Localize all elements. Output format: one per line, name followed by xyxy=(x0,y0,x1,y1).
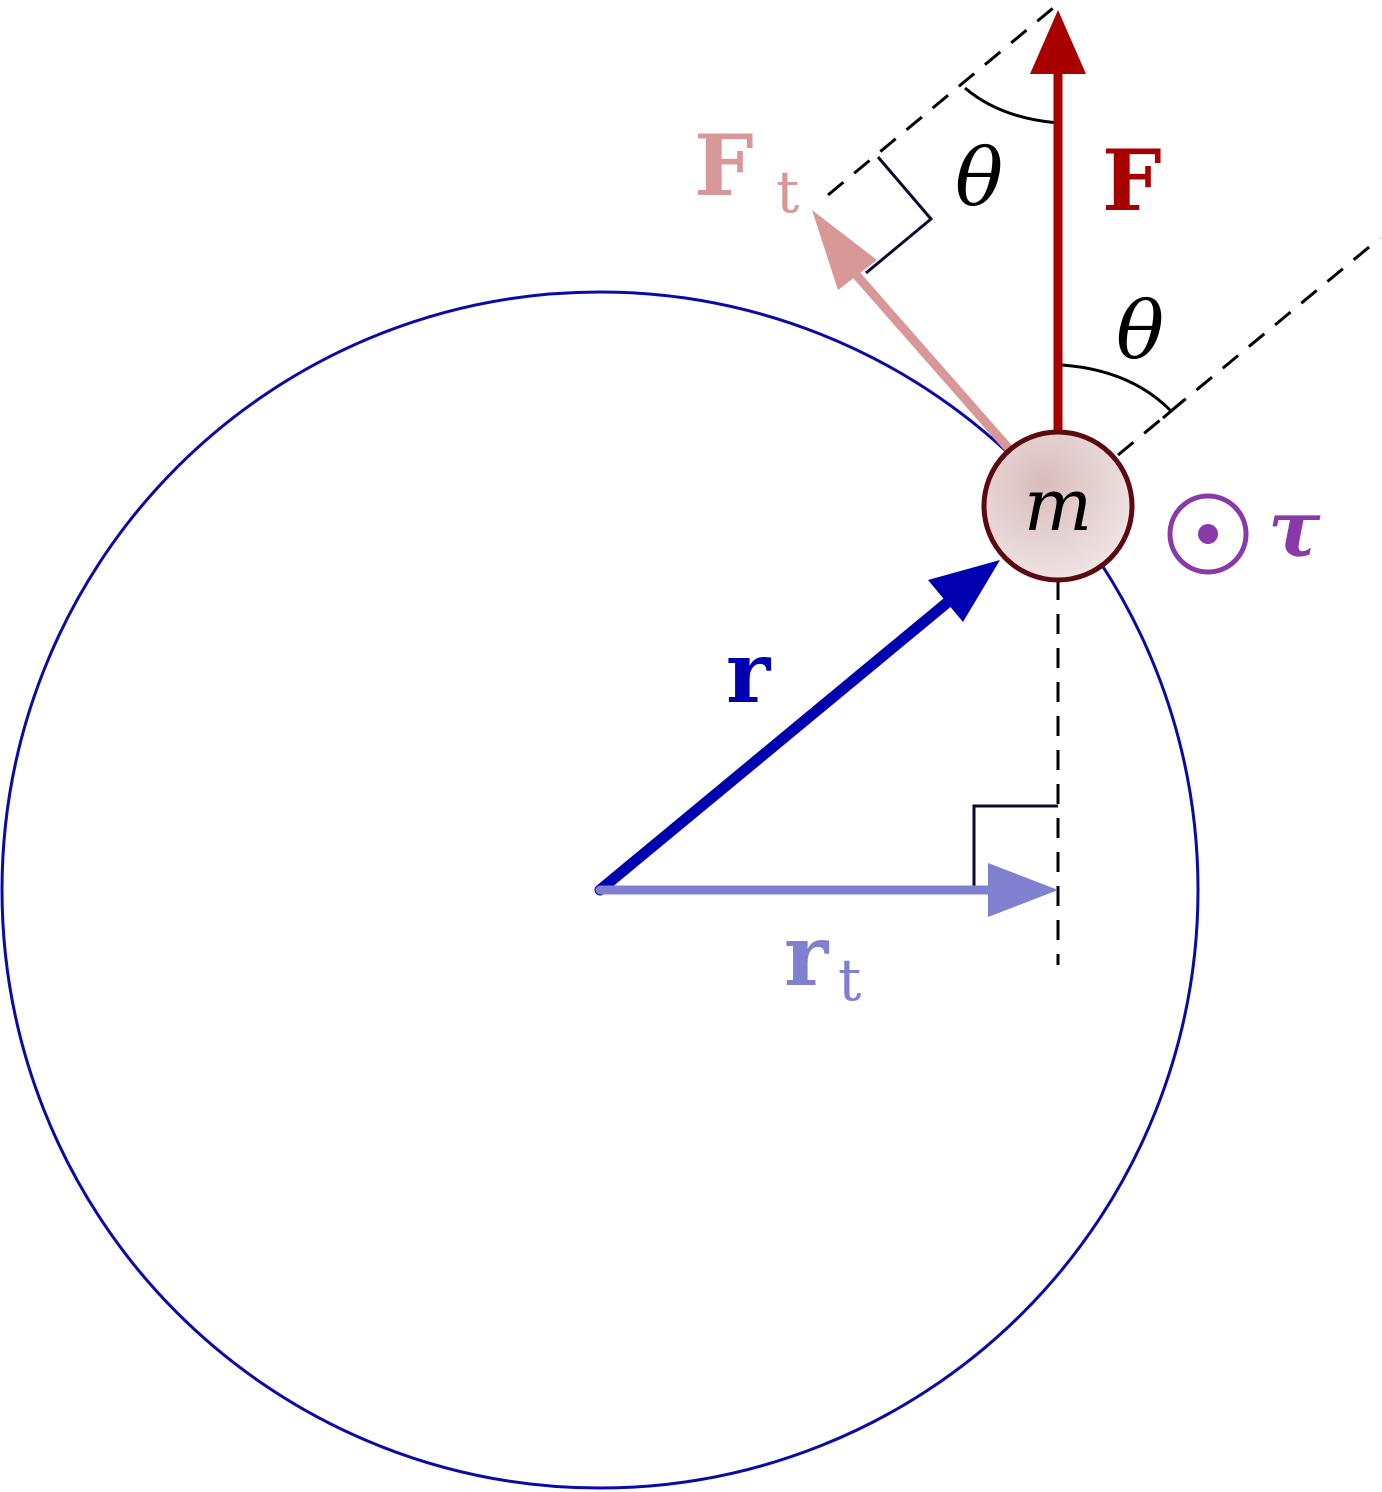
mass-label: m xyxy=(1024,463,1092,547)
angle-arc-upper xyxy=(964,86,1059,125)
theta-lower-label: θ xyxy=(1116,284,1164,377)
radius-tangential-subscript: t xyxy=(838,946,861,1014)
radius-vector xyxy=(594,586,966,896)
force-tangential-vector xyxy=(848,267,1014,453)
angle-arc-lower xyxy=(1061,363,1172,412)
right-angle-marker-radius xyxy=(972,804,1058,890)
orbit-circle xyxy=(0,290,1200,1490)
angle-arc-lower-tick xyxy=(1162,398,1185,420)
torque-dot xyxy=(1198,524,1218,544)
radius-tangential-label: r xyxy=(784,906,830,1005)
tangent-direction-line xyxy=(827,2,1059,197)
radius-tangential-arrowhead xyxy=(988,863,1058,917)
mass-body xyxy=(981,429,1135,583)
right-angle-marker-force xyxy=(865,156,934,275)
force-tangential-subscript: t xyxy=(776,158,799,226)
force-label: F xyxy=(1102,131,1162,230)
radius-arrowhead xyxy=(928,560,1000,622)
force-tangential-label-main: F xyxy=(694,116,754,215)
force-tangential-label: F xyxy=(694,116,754,215)
circle-dot-out-of-page-icon xyxy=(1167,493,1249,575)
theta-upper-label: θ xyxy=(955,131,1003,224)
torque-label: τ xyxy=(1268,484,1321,575)
force-tangential-arrowhead xyxy=(812,210,877,290)
radius-label: r xyxy=(726,623,772,722)
force-arrowhead xyxy=(1030,10,1086,74)
radial-extension-line xyxy=(1117,236,1381,457)
